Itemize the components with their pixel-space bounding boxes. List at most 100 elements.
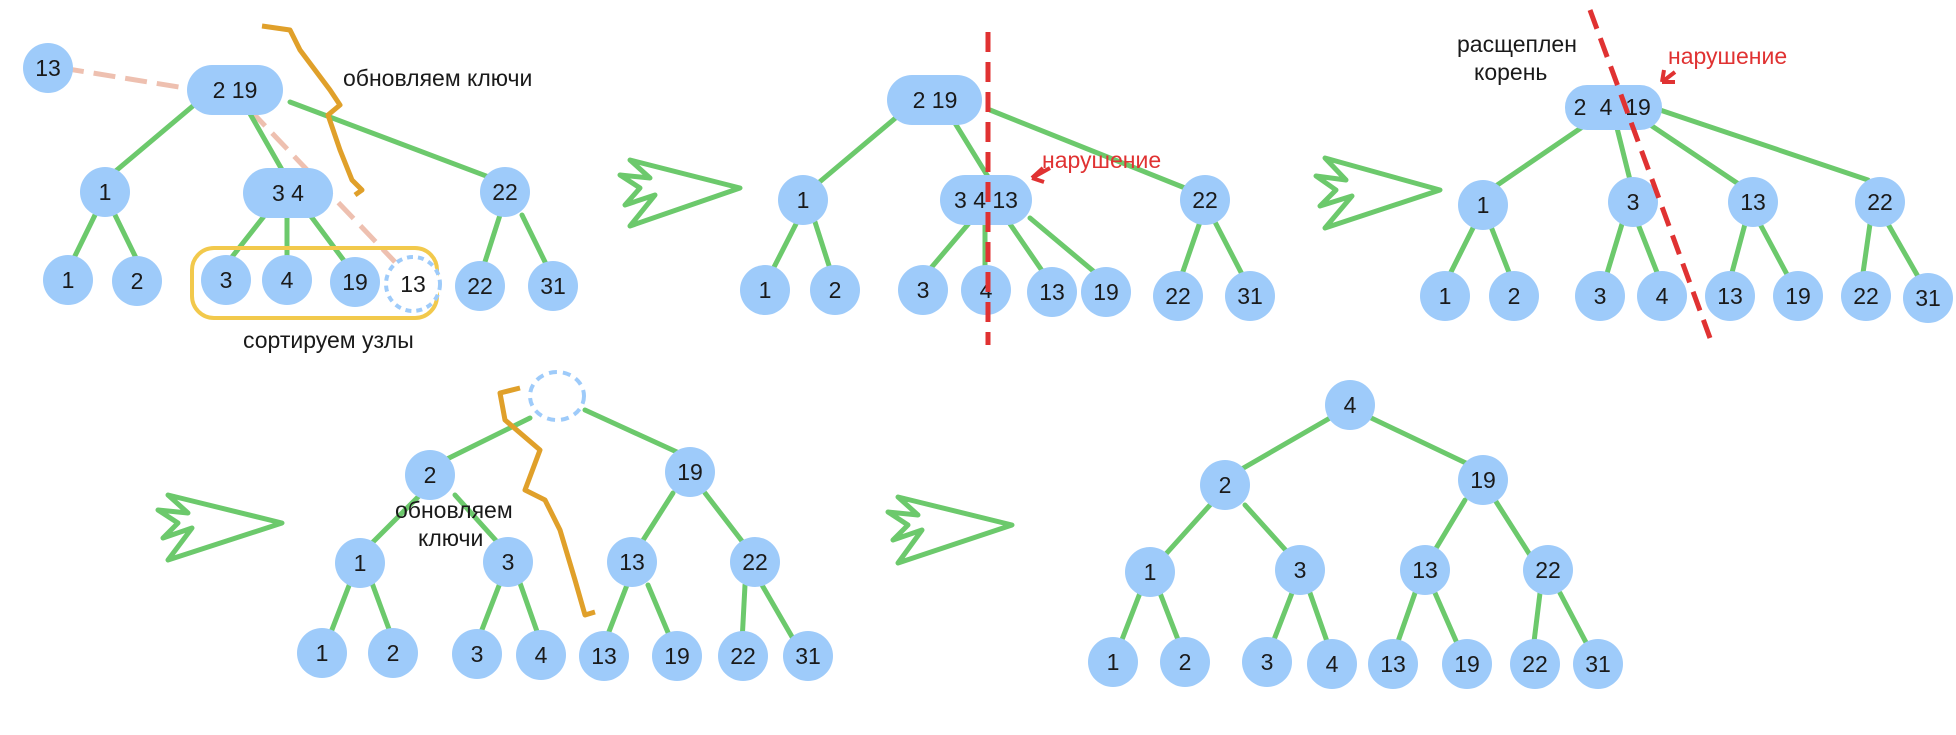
leaf-node: 13 bbox=[579, 631, 629, 681]
svg-text:31: 31 bbox=[1237, 283, 1263, 309]
leaf-node: 4 bbox=[1307, 639, 1357, 689]
leaf-node: 4 bbox=[516, 630, 566, 680]
svg-text:19: 19 bbox=[664, 643, 690, 669]
mid-node: 19 bbox=[1458, 455, 1508, 505]
leaf-node: 2 bbox=[368, 628, 418, 678]
internal-node: 3 bbox=[1275, 545, 1325, 595]
svg-text:3: 3 bbox=[502, 549, 515, 575]
leaf-node: 13 bbox=[1027, 267, 1077, 317]
svg-text:4: 4 bbox=[281, 267, 294, 293]
svg-text:2: 2 bbox=[387, 640, 400, 666]
svg-text:13: 13 bbox=[1740, 189, 1766, 215]
internal-node: 1 bbox=[1458, 180, 1508, 230]
leaf-node: 31 bbox=[783, 631, 833, 681]
leaf-node: 19 bbox=[1773, 271, 1823, 321]
leaf-node: 3 bbox=[201, 255, 251, 305]
leaf-node: 31 bbox=[528, 261, 578, 311]
leaf-node: 2 bbox=[810, 265, 860, 315]
leaf-node: 4 bbox=[1637, 271, 1687, 321]
leaf-node: 3 bbox=[452, 629, 502, 679]
svg-text:19: 19 bbox=[1454, 651, 1480, 677]
svg-text:19: 19 bbox=[1093, 279, 1119, 305]
mid-node: 19 bbox=[665, 447, 715, 497]
svg-text:4: 4 bbox=[535, 642, 548, 668]
split-root-node: 2 4 19 bbox=[1565, 85, 1662, 130]
svg-text:31: 31 bbox=[1915, 285, 1941, 311]
svg-text:1: 1 bbox=[316, 640, 329, 666]
svg-text:19: 19 bbox=[677, 459, 703, 485]
svg-text:4: 4 bbox=[1326, 651, 1339, 677]
svg-text:22: 22 bbox=[1535, 557, 1561, 583]
svg-text:2: 2 bbox=[424, 462, 437, 488]
svg-text:2 19: 2 19 bbox=[213, 77, 258, 103]
internal-node: 3 4 bbox=[243, 168, 333, 218]
root-node: 2 19 bbox=[187, 65, 283, 115]
svg-text:13: 13 bbox=[400, 271, 426, 297]
svg-text:22: 22 bbox=[1192, 187, 1218, 213]
svg-text:3: 3 bbox=[1627, 189, 1640, 215]
arrow-icon bbox=[155, 492, 285, 563]
update-keys-bracket bbox=[261, 23, 365, 198]
edges bbox=[1115, 412, 1593, 653]
update-keys-bracket bbox=[497, 385, 596, 618]
svg-text:19: 19 bbox=[342, 269, 368, 295]
svg-text:2: 2 bbox=[131, 268, 144, 294]
svg-text:1: 1 bbox=[1144, 559, 1157, 585]
violation-arrow-icon bbox=[1660, 69, 1677, 84]
svg-text:3: 3 bbox=[1294, 557, 1307, 583]
dashed-link bbox=[61, 65, 186, 91]
svg-text:1: 1 bbox=[354, 550, 367, 576]
svg-text:22: 22 bbox=[742, 549, 768, 575]
edges bbox=[767, 107, 1248, 283]
stage-3: 2 4 19 1 3 13 22 1 2 3 4 13 19 22 31 нар… bbox=[1420, 9, 1953, 339]
root-node: 4 bbox=[1325, 380, 1375, 430]
internal-node: 22 bbox=[1523, 545, 1573, 595]
svg-text:1: 1 bbox=[1107, 649, 1120, 675]
internal-node: 22 bbox=[480, 167, 530, 217]
stage-2: 2 19 1 3 4 13 22 1 2 3 4 13 19 22 31 нар… bbox=[740, 32, 1275, 345]
violation-label: нарушение bbox=[1668, 43, 1787, 69]
leaf-node: 13 bbox=[1368, 639, 1418, 689]
leaf-node: 19 bbox=[652, 631, 702, 681]
svg-text:3: 3 bbox=[220, 267, 233, 293]
leaf-node: 3 bbox=[1575, 271, 1625, 321]
update-keys-label: обновляем bbox=[395, 497, 513, 523]
svg-text:22: 22 bbox=[1522, 651, 1548, 677]
svg-text:4: 4 bbox=[1656, 283, 1669, 309]
svg-text:13: 13 bbox=[1412, 557, 1438, 583]
svg-text:1: 1 bbox=[797, 187, 810, 213]
internal-node: 13 bbox=[607, 537, 657, 587]
arrow-icon bbox=[885, 494, 1015, 566]
svg-text:4: 4 bbox=[1344, 392, 1357, 418]
svg-text:3: 3 bbox=[1261, 649, 1274, 675]
internal-node: 3 bbox=[483, 537, 533, 587]
leaf-node: 1 bbox=[740, 265, 790, 315]
update-keys-label: ключи bbox=[418, 525, 483, 551]
svg-text:1: 1 bbox=[1439, 283, 1452, 309]
internal-node: 13 bbox=[1400, 545, 1450, 595]
svg-text:19: 19 bbox=[1785, 283, 1811, 309]
svg-text:19: 19 bbox=[1470, 467, 1496, 493]
leaf-node: 22 bbox=[455, 261, 505, 311]
update-keys-label: обновляем ключи bbox=[343, 65, 532, 91]
mid-node: 2 bbox=[405, 450, 455, 500]
svg-text:13: 13 bbox=[619, 549, 645, 575]
svg-text:22: 22 bbox=[1867, 189, 1893, 215]
leaf-node: 4 bbox=[262, 255, 312, 305]
svg-text:22: 22 bbox=[730, 643, 756, 669]
svg-text:19: 19 bbox=[1625, 94, 1651, 120]
svg-text:13: 13 bbox=[1717, 283, 1743, 309]
edges bbox=[325, 407, 798, 645]
edges bbox=[1444, 107, 1923, 283]
stage-4: 2 19 1 3 13 22 1 2 3 4 13 19 22 31 обнов… bbox=[297, 370, 833, 681]
violation-arrow-icon bbox=[1030, 166, 1051, 184]
svg-text:3: 3 bbox=[471, 641, 484, 667]
svg-text:2: 2 bbox=[1219, 472, 1232, 498]
inserted-node: 13 bbox=[23, 43, 73, 93]
svg-text:2: 2 bbox=[1179, 649, 1192, 675]
internal-node: 1 bbox=[1125, 547, 1175, 597]
internal-node: 1 bbox=[335, 538, 385, 588]
leaf-node: 22 bbox=[718, 631, 768, 681]
svg-text:2 19: 2 19 bbox=[913, 87, 958, 113]
leaf-node: 1 bbox=[1420, 271, 1470, 321]
